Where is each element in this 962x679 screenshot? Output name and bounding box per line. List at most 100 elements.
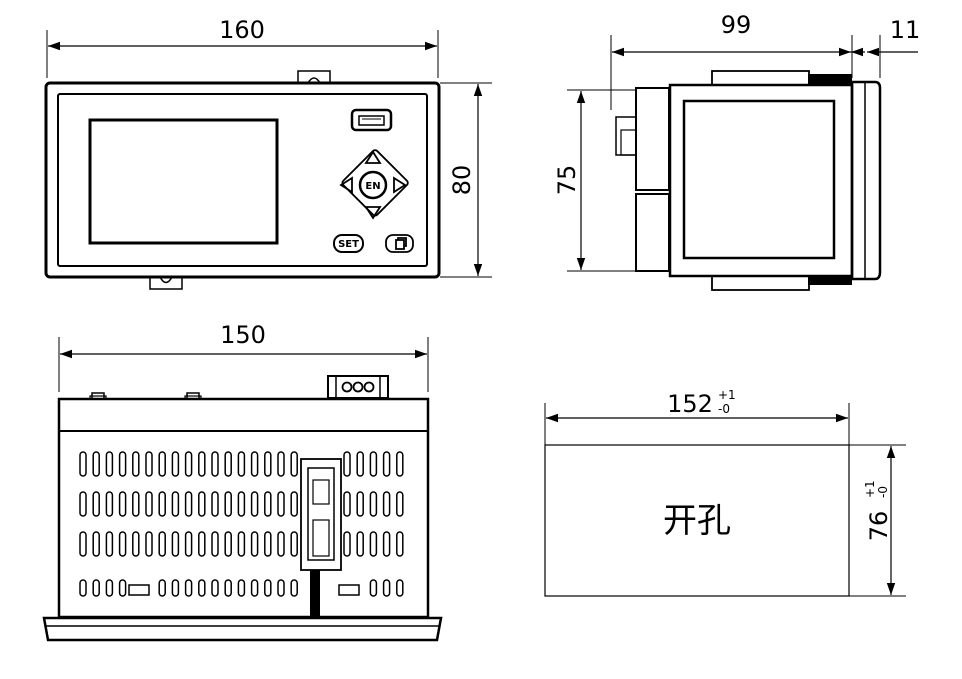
vent-slot [105,451,114,477]
vent-slot [132,491,140,517]
enclosure-body [668,83,854,278]
vent-slot [158,579,166,597]
set-button[interactable]: SET [333,234,364,253]
vent-slot [382,451,391,477]
vent-slot [105,491,114,517]
up-arrow-button[interactable] [364,150,382,164]
down-arrow-button[interactable] [364,206,382,220]
cutout-height-tol-plus: +1 [863,480,877,498]
vent-slot [277,579,285,597]
left-arrow-button[interactable] [339,176,353,194]
vent-slot [171,579,180,597]
cutout-rectangle [544,444,850,597]
vent-slot [145,491,153,517]
cutout-caption: 开孔 [663,501,731,541]
vent-slot [369,579,378,597]
vent-slot [369,451,378,477]
vent-slot [184,491,193,517]
vent-slot [343,531,351,557]
panel-cutout [544,403,906,597]
bottom-width-label: 150 [220,321,266,349]
vent-slot [382,531,391,557]
vent-slot [145,531,153,557]
vent-slot [92,451,100,477]
vent-slot [264,451,272,477]
vent-slot [211,451,219,477]
vent-slot [105,531,114,557]
vent-slot [198,531,206,557]
usb-port-icon [350,108,393,132]
vent-slot [237,491,246,517]
side-view [567,35,918,291]
vent-slot [250,451,259,477]
vent-slot [158,451,166,477]
cutout-width-label: 152 [667,390,713,418]
left-arrow-icon [339,176,353,194]
vent-slot [277,531,285,557]
vent-slot [145,451,153,477]
vent-slot [382,491,391,517]
vent-slot [211,531,219,557]
vent-slot [224,579,232,597]
vent-slot [132,531,140,557]
vent-slot [277,451,285,477]
vent-slot [79,491,87,517]
cutout-width-tol-plus: +1 [718,388,736,402]
vent-slot [264,579,272,597]
en-button[interactable]: EN [358,170,388,200]
vent-slot [237,531,246,557]
side-bezel-label: 11 [890,16,921,44]
terminal-block [327,375,389,399]
vent-slot [92,531,100,557]
vent-slot [198,579,206,597]
vent-slot [369,491,378,517]
set-button-label: SET [338,239,359,250]
vent-slot [224,491,232,517]
up-arrow-icon [364,150,382,164]
vent-slot [184,451,193,477]
en-button-label: EN [365,181,380,192]
vent-slot [250,491,259,517]
vent-slot [264,491,272,517]
vent-slot [118,579,127,597]
vent-slot [198,451,206,477]
vent-slot [290,491,298,517]
vent-slot [211,491,219,517]
vent-slot [198,491,206,517]
vent-slot [79,531,87,557]
cutout-width-tol-minus: -0 [718,402,730,416]
vent-slot [184,579,193,597]
vent-slot [396,491,404,517]
vent-slot [290,579,298,597]
vent-slot [237,579,246,597]
vent-slot [171,491,180,517]
front-panel-frame [44,81,441,279]
vent-slot [171,531,180,557]
vent-slot [79,451,87,477]
vent-slot [118,531,127,557]
down-arrow-icon [364,206,382,220]
right-arrow-button[interactable] [393,176,407,194]
bezel [850,80,882,281]
vent-slot [92,579,100,597]
copy-icon [395,237,407,250]
dpad[interactable]: EN [339,150,407,220]
cutout-height-tol-minus: -0 [876,486,890,498]
vent-slot [118,491,127,517]
right-arrow-icon [393,176,407,194]
front-width-label: 160 [219,16,265,44]
page-button[interactable] [385,234,414,253]
vent-slot [158,491,166,517]
vent-slot [290,451,298,477]
vent-slot [396,451,404,477]
cutout-height-label: 76 [865,511,893,542]
vent-slot [184,531,193,557]
front-view [44,30,492,290]
vent-slot [356,451,364,477]
vent-slot [171,451,180,477]
vent-slot [343,451,351,477]
vent-slot [224,531,232,557]
vent-slot [237,451,246,477]
vent-slot [277,491,285,517]
